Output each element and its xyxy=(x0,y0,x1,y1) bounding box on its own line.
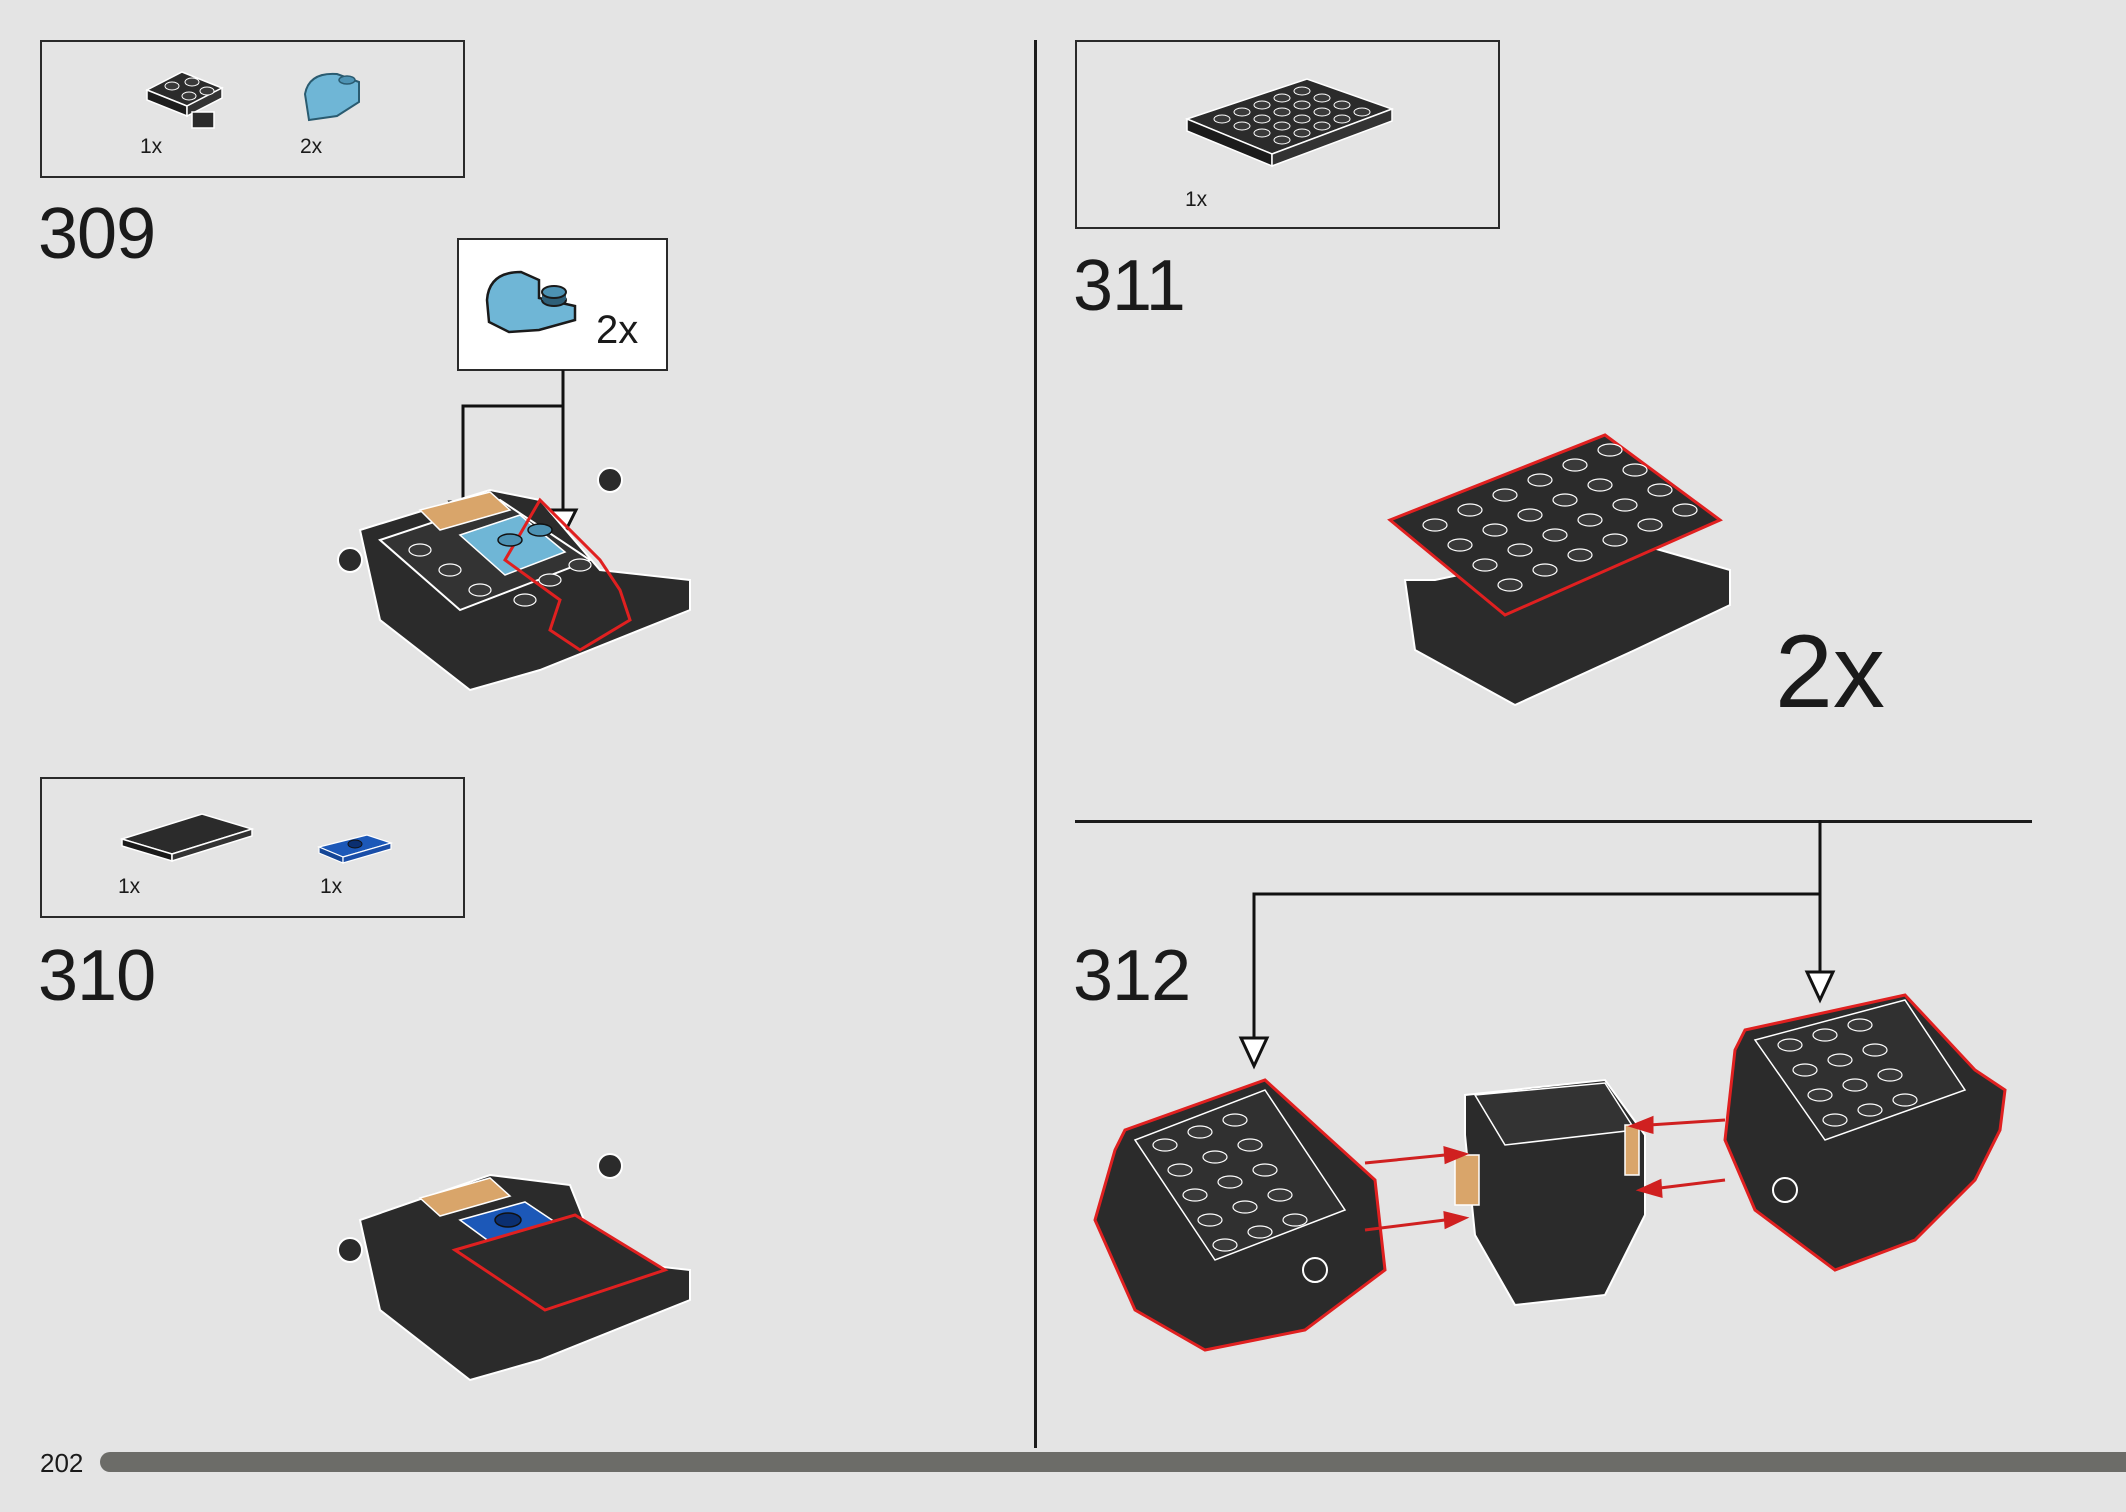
build-model-311 xyxy=(1387,433,1731,707)
build-model-312-center xyxy=(1454,1078,1646,1307)
assembly-arrows xyxy=(1238,820,1836,1070)
build-model-312-left xyxy=(1093,1078,1387,1352)
parts-box-311: 1x xyxy=(1075,40,1500,229)
step-number: 310 xyxy=(38,936,156,1016)
tile-icon xyxy=(119,813,255,863)
page-divider xyxy=(1034,40,1037,1448)
parts-box-309: 1x 2x xyxy=(40,40,465,178)
parts-box-310: 1x 1x xyxy=(40,777,465,918)
callout-box-309: 2x xyxy=(457,238,668,371)
progress-bar xyxy=(100,1452,2126,1472)
part-qty: 1x xyxy=(140,135,163,158)
part-qty: 1x xyxy=(118,875,141,898)
step-number: 309 xyxy=(38,194,156,274)
part-qty: 2x xyxy=(300,135,323,158)
red-connection-arrows xyxy=(1364,1115,1726,1232)
curved-bracket-icon xyxy=(485,270,577,334)
page-number: 202 xyxy=(40,1448,84,1478)
part-qty: 1x xyxy=(1185,188,1208,211)
step-number: 311 xyxy=(1073,246,1186,326)
build-model-312-right xyxy=(1723,993,2007,1272)
plate-with-clip-icon xyxy=(145,71,224,129)
callout-qty: 2x xyxy=(596,308,639,352)
jumper-plate-icon xyxy=(317,834,394,864)
plate-4x6-icon xyxy=(1184,78,1395,168)
step-number: 312 xyxy=(1073,936,1191,1016)
build-model-310 xyxy=(337,1153,691,1382)
build-model-309 xyxy=(337,467,691,692)
step-divider xyxy=(1075,820,2032,823)
curved-bracket-icon xyxy=(303,72,360,122)
part-qty: 1x xyxy=(320,875,343,898)
repeat-qty: 2x xyxy=(1775,614,1885,730)
